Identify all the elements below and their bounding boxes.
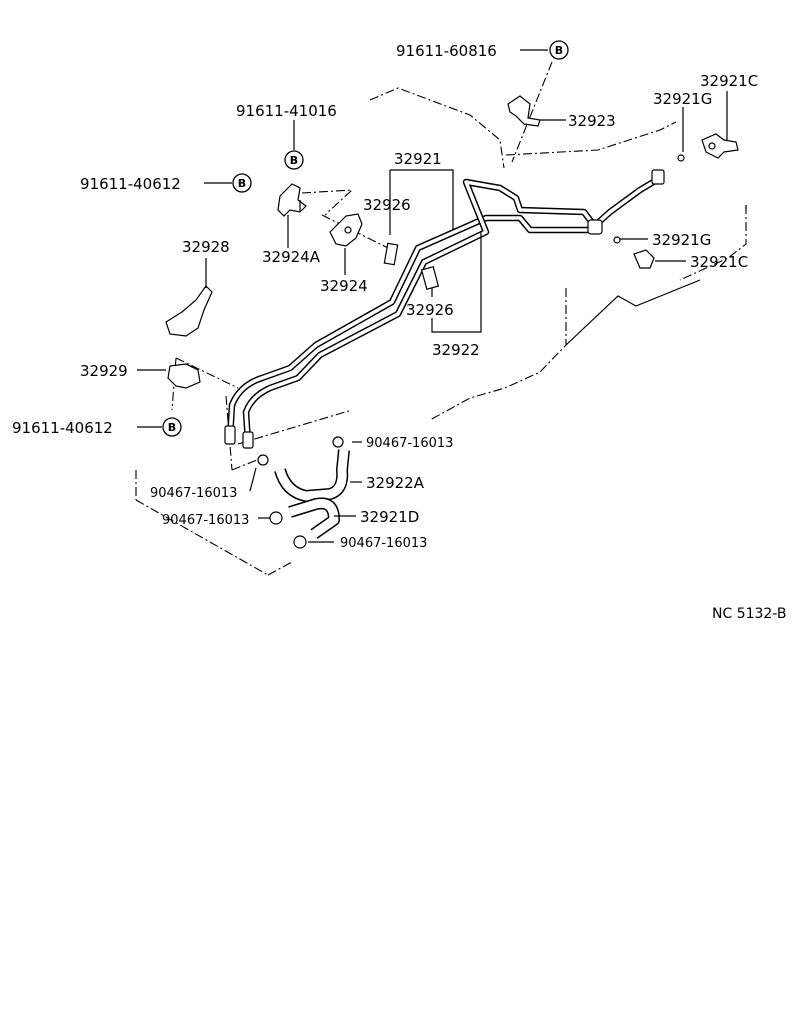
label-32921G-mid: 32921G: [652, 231, 711, 249]
union-32921C-mid: [633, 249, 655, 269]
label-32922: 32922: [432, 341, 480, 359]
oring-32921G-top: [677, 154, 685, 162]
label-32926-top: 32926: [363, 196, 411, 214]
b-marker: B: [232, 173, 252, 193]
label-90467-16013-c: 90467-16013: [162, 513, 249, 528]
label-32923: 32923: [568, 112, 616, 130]
bracket-32928: [165, 285, 213, 337]
hose-32921D: [288, 497, 340, 539]
part-labels: 91611-60816 32923 32921C 32921G 91611-41…: [12, 42, 786, 622]
label-32921C-top: 32921C: [700, 72, 758, 90]
label-32921: 32921: [394, 150, 442, 168]
leader-lines: [137, 49, 728, 543]
label-32924: 32924: [320, 277, 368, 295]
label-91611-60816: 91611-60816: [396, 42, 497, 60]
clamp-32929: [167, 363, 201, 389]
label-90467-16013-d: 90467-16013: [340, 536, 427, 551]
label-32921C-mid: 32921C: [690, 253, 748, 271]
b-marker: B: [284, 150, 304, 170]
grommet-32926-top: [383, 242, 399, 266]
reference-code: NC 5132-B: [712, 606, 786, 622]
label-90467-16013-b: 90467-16013: [150, 486, 237, 501]
label-90467-16013-a: 90467-16013: [366, 436, 453, 451]
b-marker: B: [549, 40, 569, 60]
svg-text:B: B: [168, 421, 176, 434]
bracket-32924: [329, 213, 363, 247]
svg-text:B: B: [555, 44, 563, 57]
clip-32923: [507, 95, 541, 127]
bracket-32924A: [277, 183, 307, 217]
clips-90467-16013: [257, 436, 344, 549]
hose-32922A: [274, 449, 350, 502]
b-marker: B: [162, 417, 182, 437]
oring-32921G-mid: [613, 236, 621, 244]
pipe-end-fitting: [224, 425, 236, 445]
pipe-bundle-32921-32922: [224, 169, 665, 449]
label-32921D: 32921D: [360, 508, 419, 526]
label-32926-mid: 32926: [406, 301, 454, 319]
pipe-end-fitting: [651, 169, 665, 185]
label-32921G-top: 32921G: [653, 90, 712, 108]
elbow-32921C-top: [701, 133, 739, 159]
pipe-end-fitting: [242, 431, 254, 449]
grommet-32926-mid: [420, 266, 440, 290]
pipe-joint-fitting: [587, 219, 603, 235]
label-32922A: 32922A: [366, 474, 425, 492]
label-91611-41016: 91611-41016: [236, 102, 337, 120]
label-91611-40612-top: 91611-40612: [80, 175, 181, 193]
body-outline: [565, 205, 747, 346]
label-91611-40612-bot: 91611-40612: [12, 419, 113, 437]
label-32929: 32929: [80, 362, 128, 380]
svg-text:B: B: [238, 177, 246, 190]
label-32924A: 32924A: [262, 248, 321, 266]
svg-text:B: B: [290, 154, 298, 167]
label-32928: 32928: [182, 238, 230, 256]
